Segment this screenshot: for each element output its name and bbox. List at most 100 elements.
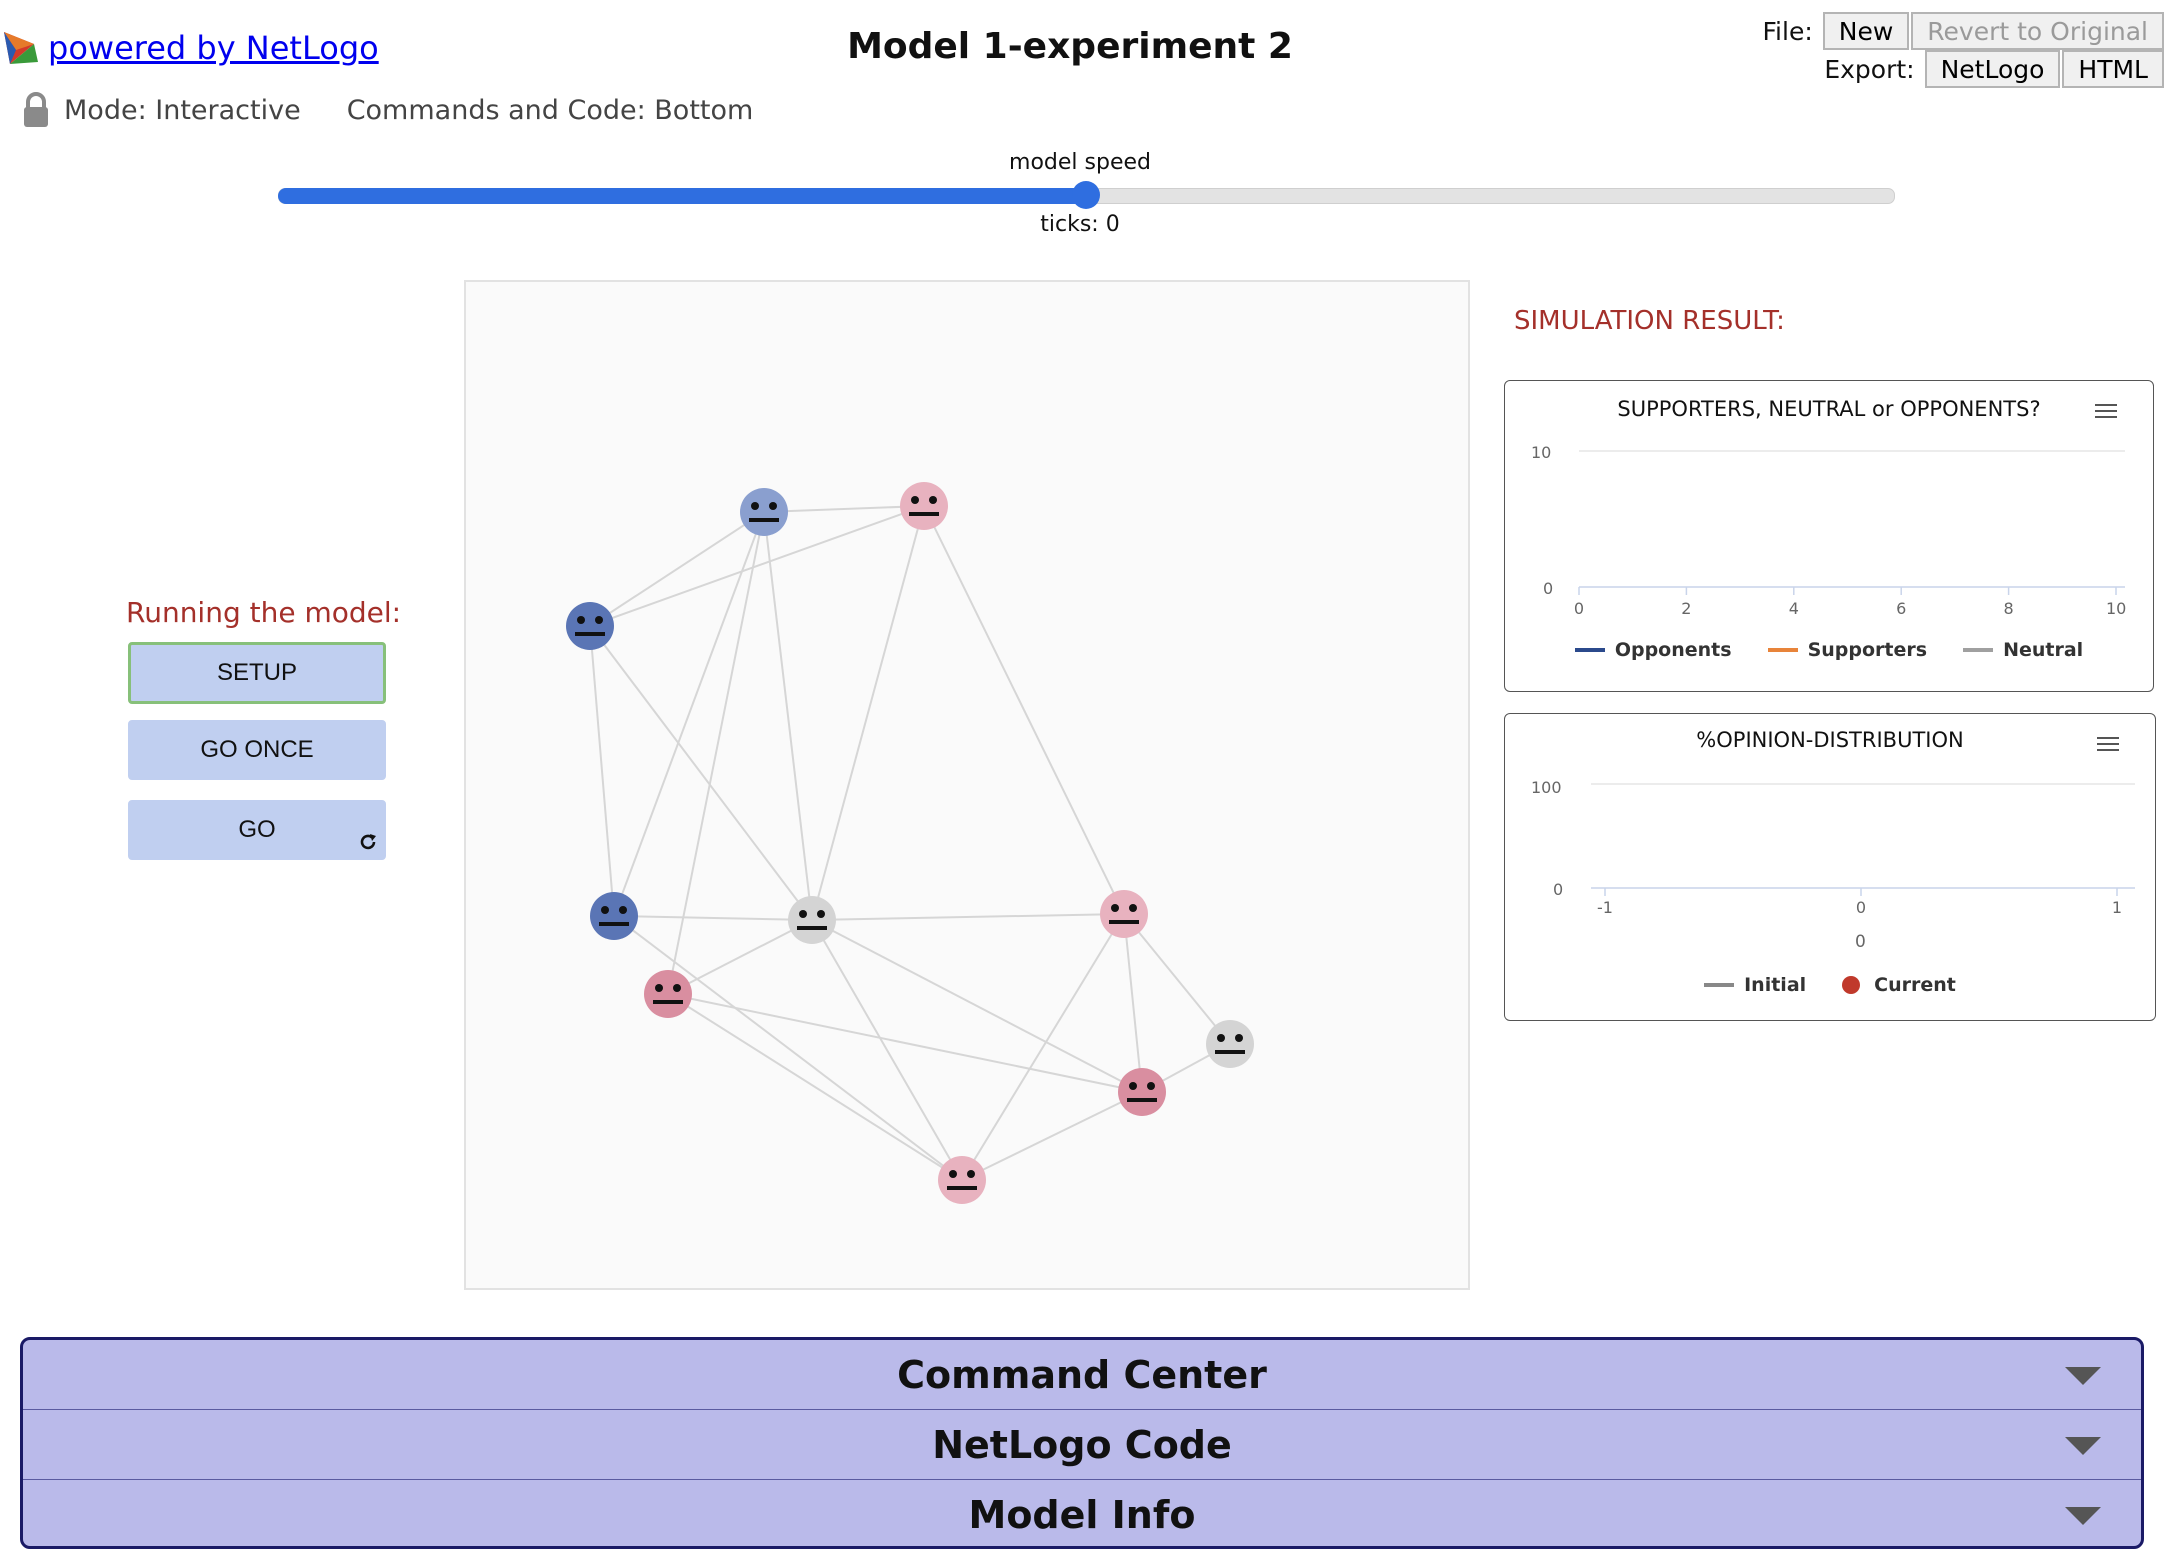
legend-item-neutral[interactable]: Neutral xyxy=(1963,639,2083,661)
agent-face-icon[interactable] xyxy=(1206,1020,1254,1068)
forever-icon xyxy=(360,834,376,850)
plot1-x-tick-label: 10 xyxy=(2106,599,2127,618)
go-button[interactable]: GO xyxy=(128,800,386,860)
network-link xyxy=(763,511,813,921)
network-link xyxy=(667,993,1143,1093)
current-dot xyxy=(1842,976,1861,994)
powered-by-link[interactable]: powered by NetLogo xyxy=(48,29,379,67)
plot1-axes xyxy=(1578,450,2125,595)
network-link xyxy=(811,919,1143,1093)
command-center-label: Command Center xyxy=(897,1352,1267,1397)
new-button[interactable]: New xyxy=(1822,12,1910,50)
legend-current: Current xyxy=(1874,974,1956,996)
network-link xyxy=(763,505,925,513)
chevron-down-icon[interactable] xyxy=(2065,1507,2101,1525)
plot1-y-max: 10 xyxy=(1531,443,1552,462)
bottom-panels: Command Center NetLogo Code Model Info xyxy=(20,1337,2144,1549)
network-link xyxy=(667,919,813,995)
setup-button[interactable]: SETUP xyxy=(128,642,386,704)
go-button-label: GO xyxy=(238,816,276,843)
file-row: File: New Revert to Original xyxy=(1763,12,2164,50)
command-center-panel[interactable]: Command Center xyxy=(23,1340,2141,1410)
commands-code-label: Commands and Code: Bottom xyxy=(346,94,754,126)
speed-slider-fill xyxy=(278,188,1086,204)
simulation-result-label: SIMULATION RESULT: xyxy=(1514,306,1785,336)
network-link xyxy=(613,915,963,1181)
agent-face-icon[interactable] xyxy=(740,488,788,536)
setup-button-label: SETUP xyxy=(216,659,297,686)
world-view[interactable] xyxy=(464,280,1470,1290)
plot2-x-label: 0 xyxy=(1855,932,1866,952)
network-link xyxy=(667,993,963,1181)
plot-supporters-neutral-opponents[interactable]: SUPPORTERS, NEUTRAL or OPPONENTS? 10 0 0… xyxy=(1504,380,2154,692)
agent-face-icon[interactable] xyxy=(566,602,614,650)
plot1-title: SUPPORTERS, NEUTRAL or OPPONENTS? xyxy=(1617,397,2041,421)
plot2-legend: Initial Current xyxy=(1505,974,2155,996)
network-link xyxy=(589,511,765,627)
menu-icon[interactable] xyxy=(2095,403,2117,419)
lock-icon[interactable] xyxy=(22,92,50,128)
model-info-label: Model Info xyxy=(968,1492,1196,1537)
agent-face-icon[interactable] xyxy=(938,1156,986,1204)
network-link xyxy=(1123,913,1143,1093)
network-link xyxy=(613,915,813,921)
mode-row: Mode: Interactive Commands and Code: Bot… xyxy=(22,92,753,128)
network-link xyxy=(589,505,925,627)
go-once-button-label: GO ONCE xyxy=(200,736,314,763)
legend-item-opponents[interactable]: Opponents xyxy=(1574,639,1732,661)
initial-swatch xyxy=(1704,983,1735,987)
plot2-x-tick-label: 1 xyxy=(2111,898,2123,917)
export-html-button[interactable]: HTML xyxy=(2062,50,2164,88)
netlogo-logo-icon xyxy=(4,32,38,64)
agent-face-icon[interactable] xyxy=(1100,890,1148,938)
model-info-panel[interactable]: Model Info xyxy=(23,1480,2141,1546)
speed-label: model speed xyxy=(1009,150,1151,175)
legend-supporters: Supporters xyxy=(1807,639,1928,661)
legend-neutral: Neutral xyxy=(2003,639,2084,661)
plot2-axes xyxy=(1591,783,2135,896)
network-link xyxy=(667,511,765,995)
supporters-swatch xyxy=(1767,648,1798,652)
plot2-y-max: 100 xyxy=(1531,778,1562,797)
network-link xyxy=(923,505,1125,915)
legend-opponents: Opponents xyxy=(1614,639,1732,661)
ticks-counter: ticks: 0 xyxy=(1040,212,1120,237)
agent-face-icon[interactable] xyxy=(900,482,948,530)
network-link xyxy=(811,505,925,921)
network-link xyxy=(961,913,1125,1181)
network-link xyxy=(1123,913,1231,1045)
plot1-legend: Opponents Supporters Neutral xyxy=(1505,639,2153,661)
plot1-x-tick-label: 6 xyxy=(1896,599,1907,618)
legend-item-current[interactable]: Current xyxy=(1842,974,1956,996)
plot1-x-tick-label: 8 xyxy=(2003,599,2014,618)
plot1-x-tick-label: 4 xyxy=(1788,599,1799,618)
plot2-y-min: 0 xyxy=(1553,880,1564,899)
running-model-label: Running the model: xyxy=(126,596,402,629)
chevron-down-icon[interactable] xyxy=(2065,1437,2101,1455)
export-row: Export: NetLogo HTML xyxy=(1824,50,2164,88)
export-netlogo-button[interactable]: NetLogo xyxy=(1924,50,2061,88)
network-link xyxy=(811,913,1125,921)
revert-to-original-button[interactable]: Revert to Original xyxy=(1911,12,2164,50)
plot2-x-tick-label: 0 xyxy=(1855,898,1867,917)
file-label: File: xyxy=(1762,16,1813,46)
chevron-down-icon[interactable] xyxy=(2065,1367,2101,1385)
legend-item-supporters[interactable]: Supporters xyxy=(1767,639,1928,661)
plot-opinion-distribution[interactable]: %OPINION-DISTRIBUTION 100 0 -1 0 1 0 Initi… xyxy=(1504,713,2156,1021)
plot2-x-tick-label: -1 xyxy=(1597,898,1613,917)
plot1-y-min: 0 xyxy=(1543,579,1554,598)
agent-face-icon[interactable] xyxy=(644,970,692,1018)
menu-icon[interactable] xyxy=(2097,736,2119,752)
netlogo-code-panel[interactable]: NetLogo Code xyxy=(23,1410,2141,1480)
go-once-button[interactable]: GO ONCE xyxy=(128,720,386,780)
legend-initial: Initial xyxy=(1744,974,1807,996)
legend-item-initial[interactable]: Initial xyxy=(1704,974,1806,996)
agent-face-icon[interactable] xyxy=(788,896,836,944)
netlogo-brand[interactable]: powered by NetLogo xyxy=(2,28,379,68)
plot2-title: %OPINION-DISTRIBUTION xyxy=(1696,728,1964,752)
network-link xyxy=(589,625,813,921)
speed-slider-handle[interactable] xyxy=(1071,181,1100,209)
agent-face-icon[interactable] xyxy=(590,892,638,940)
agent-face-icon[interactable] xyxy=(1118,1068,1166,1116)
network-link xyxy=(961,1091,1143,1181)
